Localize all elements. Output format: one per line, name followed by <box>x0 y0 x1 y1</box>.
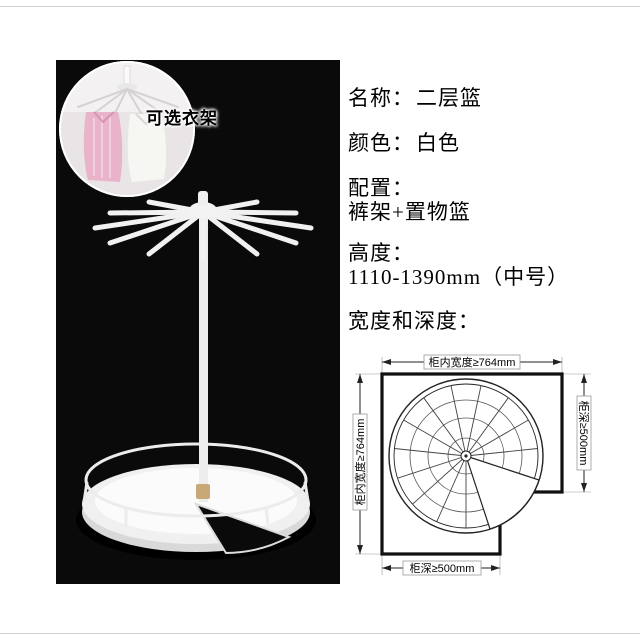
hanger-inset-photo <box>58 60 196 198</box>
frame-line-bottom <box>0 633 640 634</box>
tray-rail <box>82 442 310 526</box>
dim-bottom: 柜深≥500mm <box>382 560 500 576</box>
spec-color: 颜色：白色 <box>348 127 460 157</box>
dim-top: 柜内宽度≥764mm <box>382 354 562 370</box>
hanger-hub <box>189 191 217 218</box>
hanger-arms <box>92 195 314 261</box>
base-tray <box>76 464 316 560</box>
dim-bottom-label: 柜深≥500mm <box>410 562 475 575</box>
dim-left-label: 柜内宽度≥764mm <box>353 419 367 506</box>
dimension-diagram: 柜内宽度≥764mm 柜内宽度≥764mm 柜深≥500mm <box>348 352 598 580</box>
spec-config-value: 裤架+置物篮 <box>348 200 471 224</box>
dim-top-label: 柜内宽度≥764mm <box>429 355 516 369</box>
spec-height-value: 1110-1390mm（中号） <box>348 265 570 289</box>
spec-color-value: 白色 <box>416 131 460 155</box>
spec-name-label: 名称： <box>348 86 414 110</box>
inset-shirts <box>83 111 167 182</box>
spec-color-label: 颜色： <box>348 131 414 155</box>
spec-name-value: 二层篮 <box>416 86 482 110</box>
dim-left: 柜内宽度≥764mm <box>352 374 368 554</box>
spec-height-label: 高度： <box>348 241 414 265</box>
product-photo: 可选衣架 <box>56 60 340 584</box>
basket-notch <box>465 455 540 530</box>
inset-caption: 可选衣架 <box>146 109 218 128</box>
inset-hanger-mechanism <box>77 65 179 116</box>
carousel-basket <box>388 378 544 534</box>
dim-right-label: 柜深≥500mm <box>577 401 590 466</box>
center-pole <box>196 208 210 502</box>
frame-line-top <box>0 6 640 7</box>
spec-config-label: 配置： <box>348 176 414 200</box>
spec-dimensions-label: 宽度和深度： <box>348 309 480 333</box>
rotating-rack-photo <box>56 60 340 584</box>
dim-right: 柜深≥500mm <box>576 374 592 492</box>
spec-name: 名称：二层篮 <box>348 82 482 112</box>
